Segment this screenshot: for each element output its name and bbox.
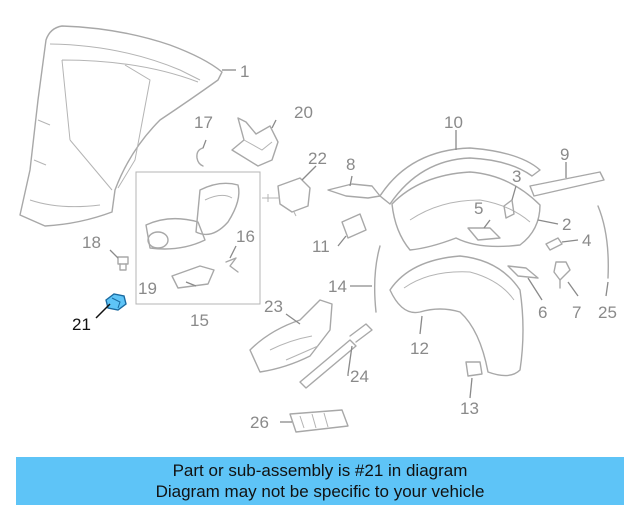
callout-22[interactable]: 22 [308,149,327,168]
part-24-strut[interactable] [299,323,373,389]
callout-4[interactable]: 4 [582,231,591,250]
part-25-seal[interactable] [597,205,609,279]
part-12-wheelhouse[interactable] [389,255,524,377]
part-18-bolt[interactable] [117,256,129,271]
banner-line-1: Part or sub-assembly is #21 in diagram [172,461,468,480]
part-23-inner-panel[interactable] [249,299,333,373]
part-26-lamp[interactable] [289,409,349,433]
part-9-strip[interactable] [529,171,605,197]
fuel-door-assembly[interactable] [145,182,240,250]
callout-7[interactable]: 7 [572,303,581,322]
callout-8[interactable]: 8 [346,155,355,174]
callout-2[interactable]: 2 [562,215,571,234]
callout-21[interactable]: 21 [72,315,91,334]
callout-labels: 1 2 3 4 5 6 7 8 9 10 11 12 13 14 15 16 1… [72,62,617,432]
banner-line-2: Diagram may not be specific to your vehi… [155,482,485,501]
callout-19[interactable]: 19 [138,279,157,298]
callout-18[interactable]: 18 [82,233,101,252]
part-11-pad[interactable] [341,213,367,239]
part-13-block[interactable] [465,361,483,377]
part-2-liner[interactable] [391,171,541,251]
callout-26[interactable]: 26 [250,413,269,432]
callout-23[interactable]: 23 [264,297,283,316]
callout-15[interactable]: 15 [190,311,209,330]
callout-1[interactable]: 1 [240,62,249,81]
part-3-clip[interactable] [503,199,515,219]
callout-14[interactable]: 14 [328,277,347,296]
callout-25[interactable]: 25 [598,303,617,322]
callout-9[interactable]: 9 [560,145,569,164]
part-10-arch-molding[interactable] [379,147,541,205]
callout-6[interactable]: 6 [538,303,547,322]
callout-17[interactable]: 17 [194,113,213,132]
callout-13[interactable]: 13 [460,399,479,418]
part-8-bracket[interactable] [327,183,381,199]
part-5-bracket[interactable] [467,227,501,241]
part-16-spring[interactable] [225,257,239,273]
part-14-edge-trim[interactable] [373,245,381,313]
callout-12[interactable]: 12 [410,339,429,358]
part-21-push-clip[interactable] [105,293,127,311]
callout-20[interactable]: 20 [294,103,313,122]
leader-lines [95,69,609,423]
part-7-push-pin[interactable] [553,261,571,289]
part-17-clip[interactable] [196,147,204,167]
part-6-clip[interactable] [507,265,539,279]
part-20-bracket[interactable] [231,117,279,167]
part-22-actuator[interactable] [262,177,311,217]
callout-3[interactable]: 3 [512,167,521,186]
part-19-seal[interactable] [171,265,215,289]
part-4-pin[interactable] [545,237,563,251]
part-15-group-box [135,171,261,305]
callout-24[interactable]: 24 [350,367,369,386]
callout-10[interactable]: 10 [444,113,463,132]
callout-5[interactable]: 5 [474,199,483,218]
info-banner: Part or sub-assembly is #21 in diagram D… [16,457,624,505]
callout-11[interactable]: 11 [312,237,330,256]
part-1-quarter-panel[interactable] [19,25,223,227]
callout-16[interactable]: 16 [236,227,255,246]
